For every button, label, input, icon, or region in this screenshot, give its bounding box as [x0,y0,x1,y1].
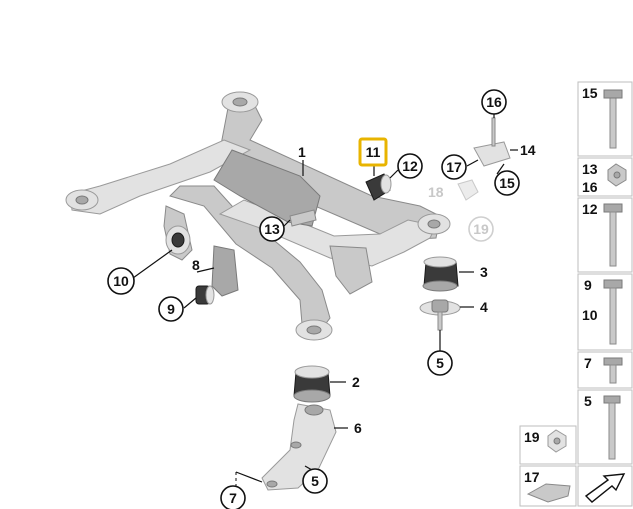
leader-lines [132,114,518,488]
svg-text:9: 9 [584,277,592,293]
callout-15[interactable]: 15 [494,170,520,196]
callout-13[interactable]: 13 [259,216,285,242]
svg-text:13: 13 [264,221,280,237]
svg-text:10: 10 [582,307,598,323]
svg-text:19: 19 [473,221,489,237]
svg-text:16: 16 [582,179,598,195]
rear-subframe-assembly [65,91,451,341]
svg-text:15: 15 [499,175,515,191]
panel-cell-7[interactable]: 7 [577,351,633,389]
callout-6: 6 [354,420,362,436]
callout-2: 2 [352,374,360,390]
svg-text:5: 5 [311,473,319,489]
svg-text:19: 19 [524,429,540,445]
callout-5-upper[interactable]: 5 [427,350,453,376]
callout-16[interactable]: 16 [481,89,507,115]
svg-text:11: 11 [366,144,381,160]
svg-text:5: 5 [436,355,444,371]
panel-cell-9-10[interactable]: 9 10 [577,273,633,351]
callout-19-ghost[interactable]: 19 [468,216,494,242]
panel-cell-13-16[interactable]: 13 16 [577,157,633,197]
callout-17[interactable]: 17 [441,154,467,180]
callout-3: 3 [480,264,488,280]
callout-10[interactable]: 10 [107,267,135,295]
panel-cell-19[interactable]: 19 [519,425,577,465]
panel-cell-15[interactable]: 15 [577,81,633,157]
callout-12[interactable]: 12 [397,153,423,179]
svg-text:18: 18 [428,184,444,200]
callout-8: 8 [192,257,200,273]
svg-text:12: 12 [582,201,598,217]
svg-text:9: 9 [167,301,175,317]
callout-1: 1 [298,144,306,160]
callout-18-ghost: 18 [428,184,444,200]
callout-11-highlighted[interactable]: 11 [358,137,388,167]
panel-cell-17[interactable]: 17 [519,465,577,507]
callout-7[interactable]: 7 [220,485,246,509]
svg-text:14: 14 [520,142,536,158]
svg-text:12: 12 [402,158,418,174]
svg-text:16: 16 [486,94,502,110]
svg-text:6: 6 [354,420,362,436]
callout-5-lower[interactable]: 5 [302,468,328,494]
svg-text:8: 8 [192,257,200,273]
svg-text:3: 3 [480,264,488,280]
arrow-icon [584,473,626,503]
svg-text:4: 4 [480,299,488,315]
svg-text:2: 2 [352,374,360,390]
svg-text:10: 10 [113,273,129,289]
loose-components [195,117,511,491]
svg-text:7: 7 [584,355,592,371]
svg-text:1: 1 [298,144,306,160]
panel-cell-5[interactable]: 5 [577,389,633,465]
panel-cell-12[interactable]: 12 [577,197,633,273]
svg-text:5: 5 [584,393,592,409]
svg-text:13: 13 [582,161,598,177]
panel-cell-arrow[interactable] [577,465,633,507]
svg-text:17: 17 [524,469,540,485]
svg-text:7: 7 [229,490,237,506]
fastener-side-panel: 15 13 16 12 9 10 7 [519,81,633,507]
callout-4: 4 [480,299,488,315]
callout-9[interactable]: 9 [158,296,184,322]
callout-14: 14 [520,142,536,158]
svg-text:15: 15 [582,85,598,101]
svg-text:17: 17 [446,159,462,175]
